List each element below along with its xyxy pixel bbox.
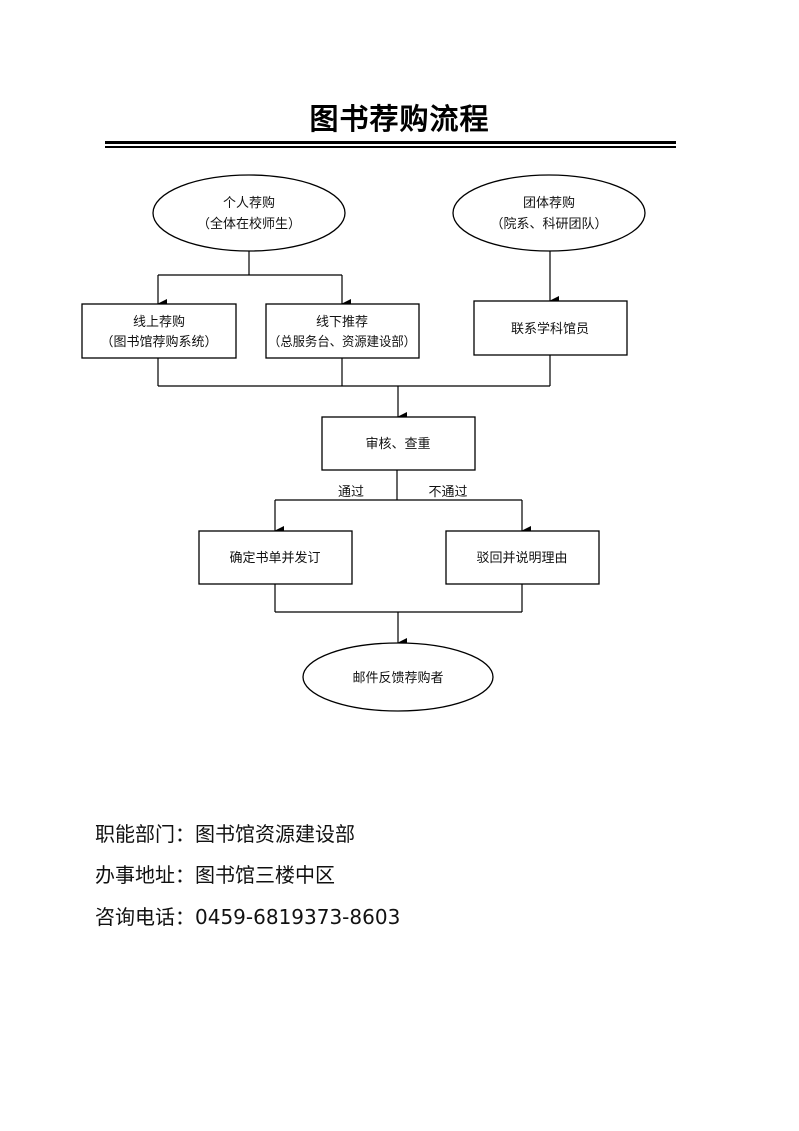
edge-review-split <box>274 470 531 536</box>
node-offline-title: 线下推荐 <box>316 315 368 330</box>
node-personal: 个人荐购 （全体在校师生） <box>152 174 346 252</box>
edge-merge-notify <box>274 584 523 648</box>
title-rule-bottom <box>105 146 676 148</box>
edge-merge-review <box>157 355 551 422</box>
node-offline: 线下推荐 （总服务台、资源建设部） <box>265 303 420 359</box>
flowchart: 个人荐购 （全体在校师生） 团体荐购 （院系、科研团队） 线上荐购 （图书馆荐购… <box>81 174 646 712</box>
node-group-title: 团体荐购 <box>523 195 575 211</box>
title-rule-top <box>105 141 676 144</box>
node-reject-title: 驳回并说明理由 <box>476 551 567 566</box>
node-review: 审核、查重 <box>321 416 476 471</box>
node-offline-subtitle: （总服务台、资源建设部） <box>268 334 416 350</box>
node-reject: 驳回并说明理由 <box>445 530 600 585</box>
node-liaison: 联系学科馆员 <box>473 300 628 356</box>
footer-department: 职能部门：图书馆资源建设部 <box>95 822 355 846</box>
edge-personal-split <box>157 251 351 309</box>
node-group-subtitle: （院系、科研团队） <box>490 217 607 232</box>
node-confirm: 确定书单并发订 <box>198 530 353 585</box>
node-online: 线上荐购 （图书馆荐购系统） <box>81 303 237 359</box>
node-group: 团体荐购 （院系、科研团队） <box>452 174 646 252</box>
edge-label-pass: 通过 <box>338 485 364 500</box>
node-online-subtitle: （图书馆荐购系统） <box>100 334 217 350</box>
node-liaison-title: 联系学科馆员 <box>511 321 589 337</box>
node-notify-title: 邮件反馈荐购者 <box>352 670 443 686</box>
node-confirm-title: 确定书单并发订 <box>229 550 320 566</box>
footer-address: 办事地址：图书馆三楼中区 <box>95 863 335 887</box>
edge-label-fail: 不通过 <box>428 485 467 500</box>
node-personal-subtitle: （全体在校师生） <box>197 216 301 232</box>
node-notify: 邮件反馈荐购者 <box>302 642 494 712</box>
node-personal-title: 个人荐购 <box>223 195 275 211</box>
node-review-title: 审核、查重 <box>365 436 430 452</box>
page-title: 图书荐购流程 <box>309 102 490 136</box>
footer-phone: 咨询电话：0459-6819373-8603 <box>95 905 401 929</box>
node-online-title: 线上荐购 <box>133 314 185 330</box>
